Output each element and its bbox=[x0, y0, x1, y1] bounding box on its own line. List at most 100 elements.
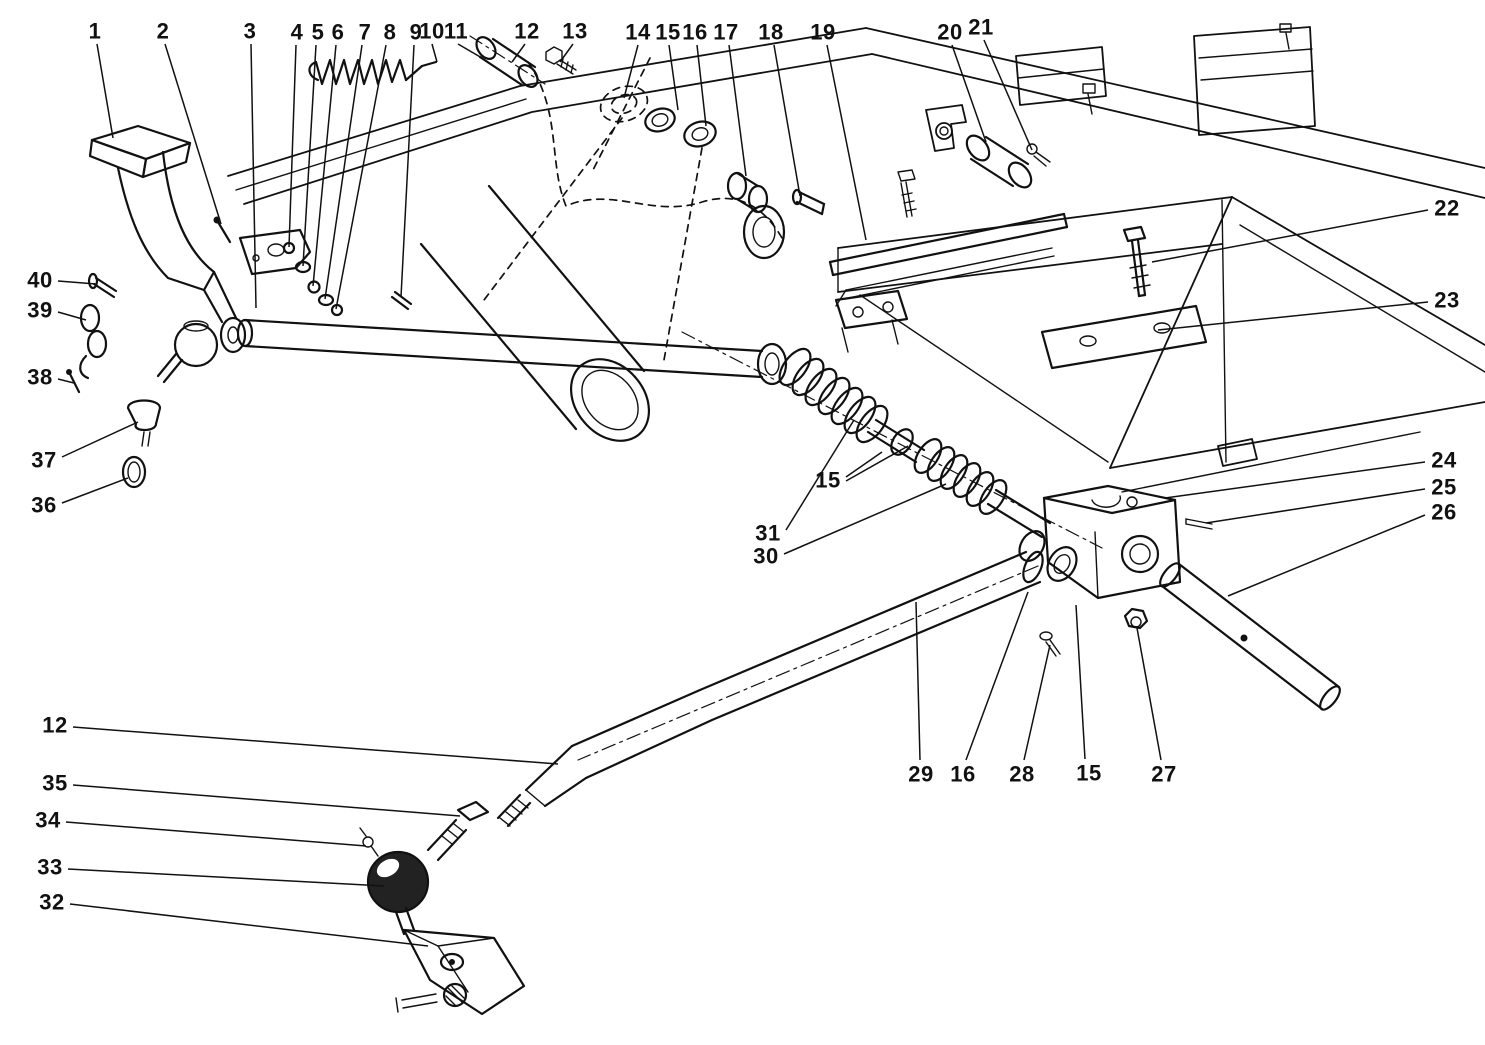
leader-line-38 bbox=[57, 378, 75, 384]
callout-12: 12 bbox=[42, 713, 67, 738]
callout-15: 15 bbox=[1076, 761, 1101, 786]
callout-24: 24 bbox=[1431, 448, 1457, 473]
spring-31 bbox=[778, 347, 889, 444]
leader-line-31 bbox=[785, 419, 855, 531]
callout-13: 13 bbox=[562, 19, 587, 44]
callout-27: 27 bbox=[1151, 762, 1176, 787]
leader-line-12 bbox=[72, 726, 559, 765]
pedal-assembly bbox=[88, 124, 247, 384]
leader-line-22 bbox=[1151, 209, 1429, 263]
callout-38: 38 bbox=[27, 365, 52, 390]
bolt-22 bbox=[1122, 225, 1151, 298]
leader-line-15 bbox=[1075, 604, 1086, 760]
clevis-pin-top bbox=[475, 36, 539, 88]
frame-rails bbox=[227, 27, 1485, 493]
center-lines bbox=[469, 35, 1103, 761]
leader-line-1 bbox=[96, 43, 114, 139]
callout-15: 15 bbox=[655, 20, 680, 45]
bolt-center bbox=[897, 169, 917, 218]
leader-line-18 bbox=[773, 44, 801, 197]
leader-line-35 bbox=[72, 784, 461, 817]
leader-line-36 bbox=[61, 477, 129, 504]
leader-line-34 bbox=[65, 821, 367, 847]
callout-9: 9 bbox=[410, 20, 423, 45]
shaft-bushings-right bbox=[986, 488, 1078, 582]
cutaway-boundary bbox=[483, 57, 783, 361]
spacer-bar-19 bbox=[828, 212, 1069, 307]
callout-26: 26 bbox=[1431, 500, 1456, 525]
chain-39 bbox=[79, 303, 108, 380]
callout-25: 25 bbox=[1431, 475, 1456, 500]
callout-16: 16 bbox=[950, 762, 975, 787]
leader-line-30 bbox=[783, 483, 947, 555]
leader-line-28 bbox=[1023, 644, 1051, 761]
leader-line-16 bbox=[965, 591, 1029, 761]
pin-25 bbox=[1185, 518, 1213, 530]
leader-line-20 bbox=[951, 44, 987, 143]
callout-11: 11 bbox=[444, 19, 468, 44]
ring-36 bbox=[121, 455, 147, 489]
callout-16: 16 bbox=[682, 20, 707, 45]
cross-tube bbox=[419, 184, 651, 442]
leader-line-13 bbox=[559, 43, 574, 63]
bushing-17 bbox=[726, 171, 786, 260]
leader-line-21 bbox=[983, 39, 1033, 151]
nut-27 bbox=[1123, 607, 1149, 630]
leader-line-39 bbox=[57, 311, 87, 321]
pivot-bracket-24 bbox=[1042, 484, 1182, 600]
leader-line-24 bbox=[1164, 461, 1426, 499]
leader-line-4 bbox=[288, 44, 297, 248]
leader-line-29 bbox=[915, 601, 921, 761]
rod-end-ball-33 bbox=[366, 850, 430, 936]
frame-brackets bbox=[925, 23, 1316, 467]
leader-line-15 bbox=[668, 44, 679, 111]
callout-10: 10 bbox=[419, 19, 444, 44]
leader-line-8 bbox=[335, 44, 387, 310]
callout-18: 18 bbox=[758, 20, 783, 45]
leader-line-5 bbox=[302, 44, 317, 267]
callout-37: 37 bbox=[31, 448, 56, 473]
shaft-bushing-mid bbox=[866, 418, 926, 464]
callout-23: 23 bbox=[1434, 288, 1459, 313]
leader-line-33 bbox=[67, 868, 385, 887]
spring-30 bbox=[913, 438, 1008, 515]
leader-line-10 bbox=[431, 43, 438, 63]
callout-17: 17 bbox=[713, 20, 738, 45]
leader-line-11 bbox=[457, 43, 483, 59]
callout-36: 36 bbox=[31, 493, 56, 518]
callout-19: 19 bbox=[810, 20, 835, 45]
callout-3: 3 bbox=[244, 19, 257, 44]
callout-8: 8 bbox=[384, 20, 397, 45]
return-spring bbox=[308, 58, 438, 86]
leader-line-15 bbox=[845, 445, 909, 482]
callout-33: 33 bbox=[37, 855, 62, 880]
callout-1: 1 bbox=[89, 19, 102, 44]
screw-28 bbox=[1039, 631, 1061, 657]
leader-line-9 bbox=[400, 44, 415, 298]
pin-38 bbox=[66, 369, 81, 394]
leader-line-6 bbox=[312, 44, 337, 287]
callout-29: 29 bbox=[908, 762, 933, 787]
anchor-bracket-32 bbox=[395, 928, 526, 1016]
callout-35: 35 bbox=[42, 771, 67, 796]
leader-line-3 bbox=[250, 43, 257, 309]
leader-line-26 bbox=[1227, 514, 1426, 597]
cross-shaft bbox=[236, 289, 909, 386]
leader-line-32 bbox=[69, 903, 429, 947]
mounting-plate-23 bbox=[1040, 304, 1208, 370]
callout-20: 20 bbox=[937, 20, 962, 45]
leader-line-7 bbox=[324, 44, 363, 300]
pin-18 bbox=[791, 188, 826, 216]
leader-line-23 bbox=[1157, 301, 1429, 331]
leader-line-2 bbox=[164, 43, 222, 225]
callout-15: 15 bbox=[815, 468, 840, 493]
cotter-pin-21 bbox=[1026, 143, 1051, 167]
callout-6: 6 bbox=[332, 20, 345, 45]
leader-line-25 bbox=[1205, 488, 1426, 524]
leader-lines bbox=[57, 39, 1429, 947]
leader-line-16 bbox=[696, 44, 707, 127]
leader-line-12 bbox=[511, 43, 526, 63]
pivot-bracket bbox=[213, 216, 413, 317]
callout-2: 2 bbox=[157, 19, 170, 44]
